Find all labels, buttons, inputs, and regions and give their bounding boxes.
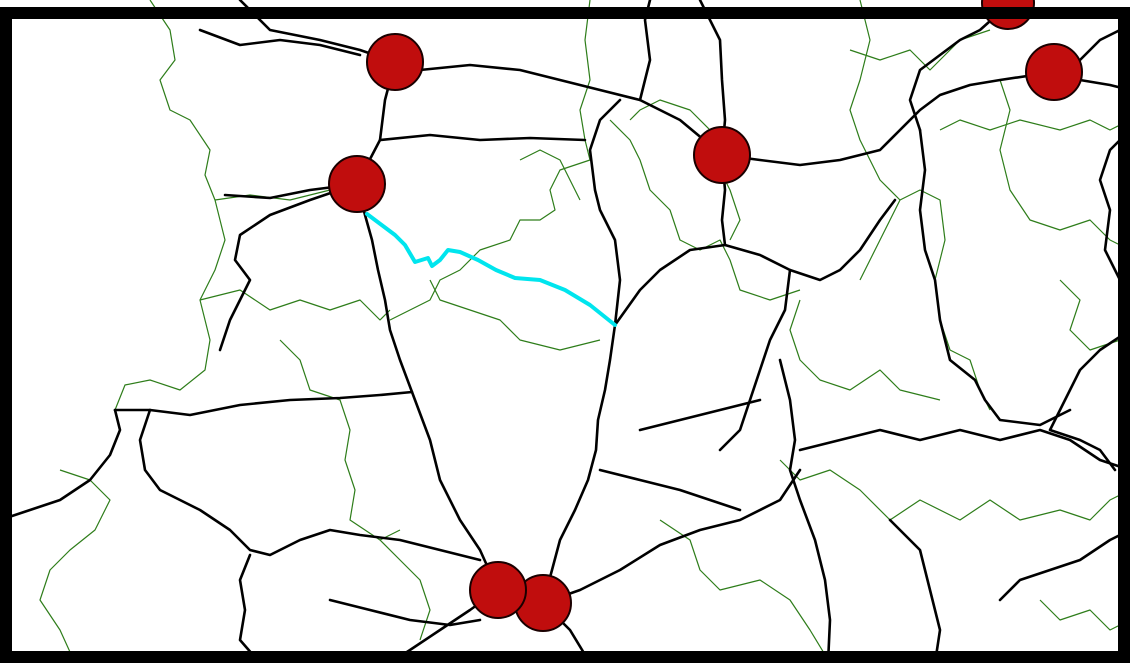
road [918,128,1072,427]
region-border [379,539,431,641]
road [778,358,832,663]
road [613,198,897,327]
region-border [789,299,941,401]
road [198,28,362,57]
region-border [849,0,901,281]
region-border [659,519,831,663]
road [638,398,762,432]
road [598,468,742,512]
road [378,133,587,142]
region-border [114,0,226,411]
road [138,408,482,562]
road [888,518,942,663]
road [720,70,1056,167]
region-border [579,0,591,141]
road [541,323,617,605]
road [328,598,482,627]
road [908,3,1010,132]
region-border [389,139,591,321]
region-border [429,279,601,351]
region-border [39,469,111,663]
road [798,428,1130,472]
city-markers [328,0,1083,632]
region-border [999,79,1130,251]
city-marker[interactable] [469,561,527,619]
region-border [779,459,1130,521]
road [355,182,500,592]
region-border [199,289,391,321]
city-marker[interactable] [328,155,386,213]
road [998,528,1130,602]
region-border [629,99,711,131]
city-marker[interactable] [693,126,751,184]
region-border [609,119,801,301]
city-marker[interactable] [366,33,424,91]
road [218,182,359,352]
route-line [365,212,617,327]
road [541,468,802,605]
road [718,268,792,452]
road [238,553,262,663]
region-border [519,149,581,201]
road [588,98,622,327]
map-frame [0,7,1130,663]
region-border [279,339,401,541]
road [1048,328,1130,472]
city-marker[interactable] [1025,43,1083,101]
region-border [1059,279,1121,351]
region-border [1039,599,1130,631]
road [0,408,122,522]
region-border [939,119,1130,131]
road [113,390,414,417]
